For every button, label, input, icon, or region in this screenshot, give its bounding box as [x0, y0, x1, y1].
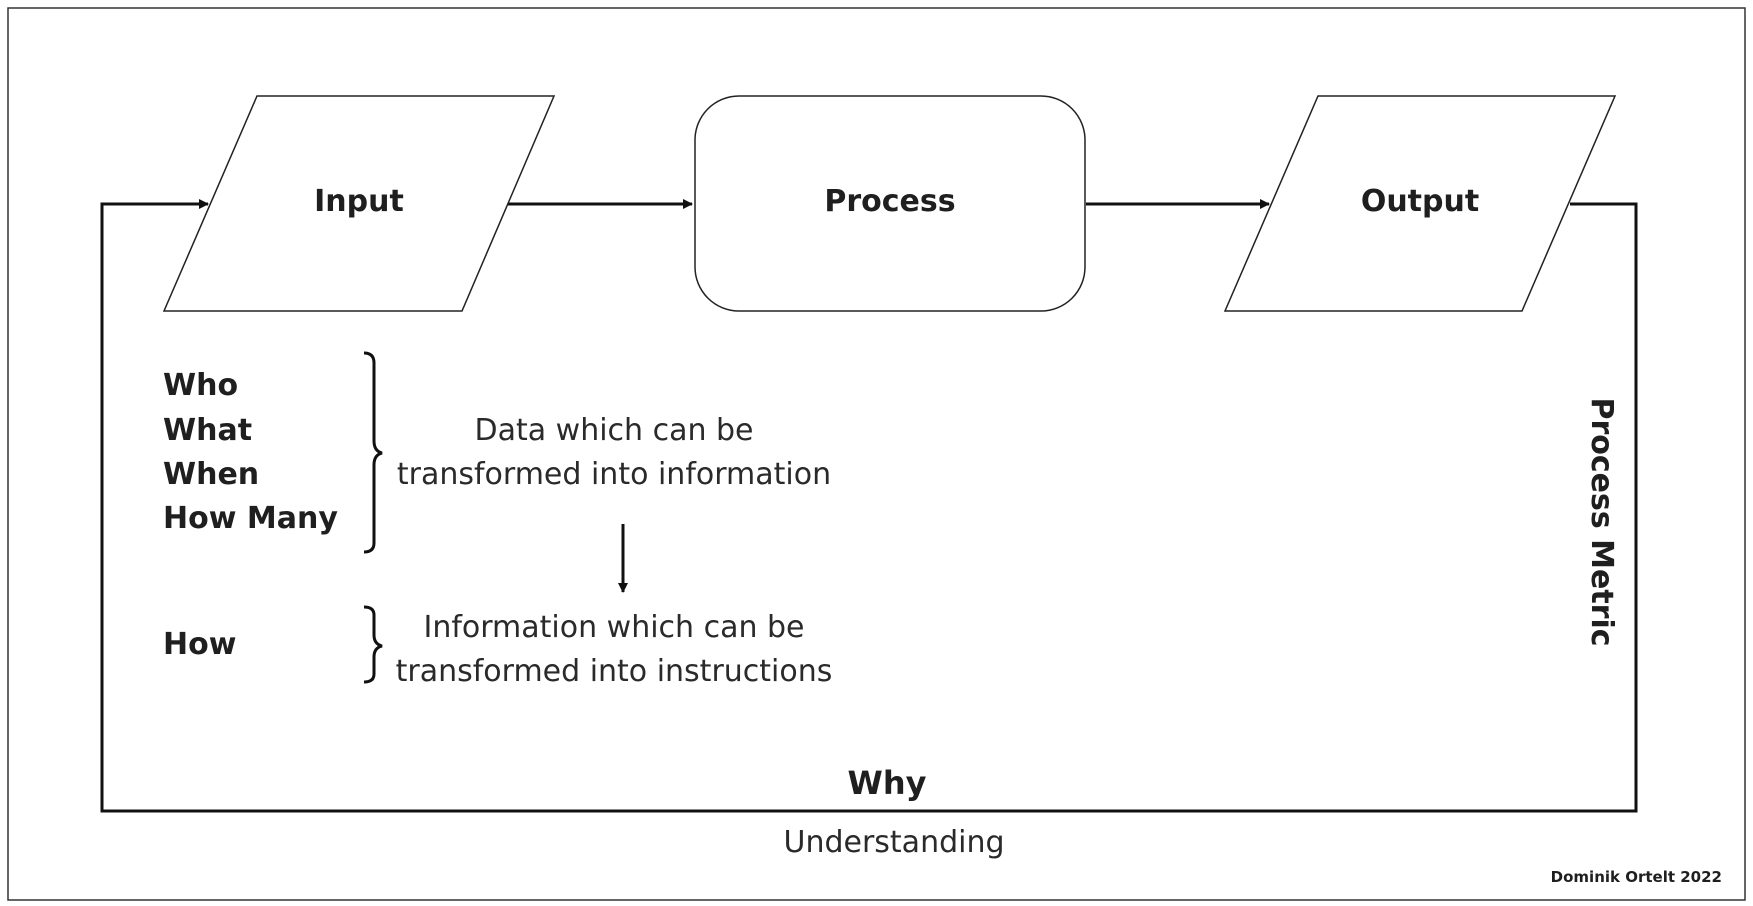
input-label: Input: [314, 184, 404, 219]
question-how: How: [163, 627, 236, 662]
data-group-brace: [363, 351, 383, 554]
why-label: Why: [848, 764, 927, 802]
data-description-line1: Data which can be: [474, 413, 753, 448]
question-what: What: [163, 413, 252, 448]
process-node: Process: [694, 95, 1086, 312]
information-description-line1: Information which can be: [423, 610, 804, 645]
data-questions-list: Who What When How Many: [163, 368, 338, 536]
output-label: Output: [1361, 184, 1479, 219]
data-description-line2: transformed into information: [397, 457, 831, 492]
output-node: Output: [1223, 95, 1617, 312]
feedback-loop-edge: [100, 199, 1638, 813]
question-when: When: [163, 457, 259, 492]
input-node: Input: [162, 95, 556, 312]
question-who: Who: [163, 368, 238, 403]
process-metric-label: Process Metric: [1584, 397, 1619, 646]
how-brace: [363, 605, 383, 684]
question-how-many: How Many: [163, 501, 338, 536]
understanding-label: Understanding: [783, 825, 1004, 860]
author-credit: Dominik Ortelt 2022: [1551, 868, 1722, 886]
information-description-line2: transformed into instructions: [396, 654, 833, 689]
process-label: Process: [824, 184, 955, 219]
